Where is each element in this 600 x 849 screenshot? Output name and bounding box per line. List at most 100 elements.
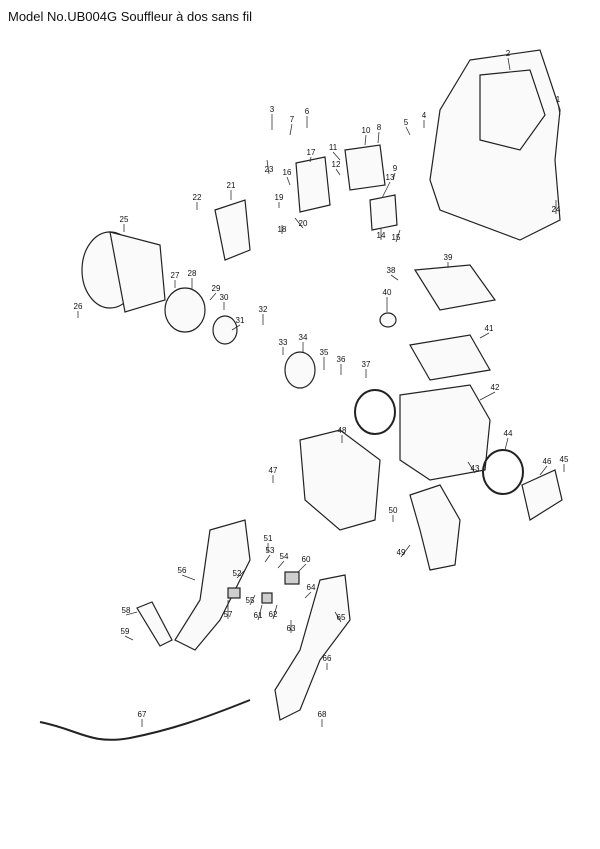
part-number-label-41: 41 bbox=[485, 324, 494, 333]
part-body-41 bbox=[409, 334, 491, 381]
leader-line-44 bbox=[504, 437, 509, 451]
part-body-48 bbox=[299, 429, 381, 531]
part-number-label-6: 6 bbox=[305, 107, 310, 116]
part-number-label-33: 33 bbox=[279, 338, 288, 347]
part-number-label-32: 32 bbox=[259, 305, 268, 314]
part-body-2b bbox=[479, 69, 546, 151]
part-number-label-45: 45 bbox=[560, 455, 569, 464]
part-body-65 bbox=[274, 574, 351, 721]
leader-line-61 bbox=[257, 604, 263, 621]
leader-line-59 bbox=[124, 635, 134, 641]
leader-line-52 bbox=[236, 569, 246, 579]
leader-line-20 bbox=[294, 217, 304, 229]
part-number-label-27: 27 bbox=[171, 271, 180, 280]
leader-line-54 bbox=[277, 560, 285, 569]
leader-line-55 bbox=[249, 594, 256, 606]
part-body-49 bbox=[409, 484, 461, 571]
leader-line-15 bbox=[395, 229, 401, 243]
part-number-label-48: 48 bbox=[338, 426, 347, 435]
part-number-label-62: 62 bbox=[269, 610, 278, 619]
leader-line-62 bbox=[272, 604, 278, 620]
part-number-label-58: 58 bbox=[122, 606, 131, 615]
leader-line-58 bbox=[125, 611, 138, 616]
leader-line-53 bbox=[264, 554, 271, 563]
part-number-label-46: 46 bbox=[543, 457, 552, 466]
part-number-label-3: 3 bbox=[270, 105, 275, 114]
part-number-label-9: 9 bbox=[393, 164, 398, 173]
leader-line-60 bbox=[297, 563, 307, 573]
part-number-label-18: 18 bbox=[278, 225, 287, 234]
cable-67 bbox=[39, 699, 251, 741]
part-number-label-24: 24 bbox=[552, 205, 561, 214]
part-number-label-66: 66 bbox=[323, 654, 332, 663]
leader-line-31 bbox=[231, 324, 241, 331]
leader-line-64 bbox=[304, 591, 312, 599]
part-number-label-25: 25 bbox=[120, 215, 129, 224]
part-number-label-52: 52 bbox=[233, 569, 242, 578]
leader-line-2 bbox=[507, 57, 511, 71]
o-ring-44a bbox=[354, 389, 396, 435]
leader-line-17 bbox=[309, 156, 312, 163]
part-number-label-30: 30 bbox=[220, 293, 229, 302]
page-title: Model No.UB004G Souffleur à dos sans fil bbox=[8, 9, 253, 24]
part-body-42 bbox=[399, 384, 491, 481]
part-number-label-42: 42 bbox=[491, 383, 500, 392]
part-body-40 bbox=[379, 312, 397, 328]
part-number-label-21: 21 bbox=[227, 181, 236, 190]
part-number-label-7: 7 bbox=[290, 115, 295, 124]
part-number-label-59: 59 bbox=[121, 627, 130, 636]
part-body-56 bbox=[174, 519, 251, 651]
part-number-label-38: 38 bbox=[387, 266, 396, 275]
part-number-label-23: 23 bbox=[265, 165, 274, 174]
leader-line-41 bbox=[479, 332, 490, 339]
part-body-39 bbox=[413, 264, 497, 311]
leader-line-8 bbox=[377, 131, 380, 144]
part-number-label-35: 35 bbox=[320, 348, 329, 357]
part-body-60 bbox=[284, 571, 300, 585]
part-number-label-11: 11 bbox=[329, 143, 338, 152]
part-number-label-67: 67 bbox=[138, 710, 147, 719]
part-number-label-28: 28 bbox=[188, 269, 197, 278]
part-number-label-20: 20 bbox=[299, 219, 308, 228]
part-body-61 bbox=[261, 592, 273, 604]
part-body-25b bbox=[109, 231, 166, 313]
leader-line-23 bbox=[266, 159, 270, 175]
leader-line-38 bbox=[390, 274, 399, 281]
leader-line-13 bbox=[381, 181, 391, 199]
part-number-label-14: 14 bbox=[377, 231, 386, 240]
part-body-34 bbox=[284, 351, 316, 389]
part-number-label-5: 5 bbox=[404, 118, 409, 127]
part-number-label-37: 37 bbox=[362, 360, 371, 369]
part-number-label-43: 43 bbox=[471, 464, 480, 473]
part-number-label-39: 39 bbox=[444, 253, 453, 262]
part-number-label-63: 63 bbox=[287, 624, 296, 633]
leader-line-10 bbox=[364, 134, 367, 146]
leader-line-16 bbox=[286, 176, 291, 186]
part-number-label-40: 40 bbox=[383, 288, 392, 297]
part-number-label-57: 57 bbox=[224, 610, 233, 619]
part-body-11 bbox=[344, 144, 386, 191]
part-number-label-8: 8 bbox=[377, 123, 382, 132]
leader-line-11 bbox=[332, 151, 341, 161]
leader-line-12 bbox=[335, 168, 341, 176]
part-number-label-64: 64 bbox=[307, 583, 316, 592]
part-body-17 bbox=[295, 156, 331, 213]
part-number-label-12: 12 bbox=[332, 160, 341, 169]
part-number-label-26: 26 bbox=[74, 302, 83, 311]
part-number-label-2: 2 bbox=[506, 49, 511, 58]
part-number-label-60: 60 bbox=[302, 555, 311, 564]
part-number-label-1: 1 bbox=[556, 95, 561, 104]
part-number-label-44: 44 bbox=[504, 429, 513, 438]
leader-line-9 bbox=[392, 172, 396, 181]
part-body-46 bbox=[521, 469, 563, 521]
leader-line-65 bbox=[334, 611, 342, 623]
part-number-label-10: 10 bbox=[362, 126, 371, 135]
part-number-label-13: 13 bbox=[386, 173, 395, 182]
part-number-label-4: 4 bbox=[422, 111, 427, 120]
leader-line-56 bbox=[181, 574, 196, 581]
part-body-57 bbox=[227, 587, 241, 599]
part-number-label-51: 51 bbox=[264, 534, 273, 543]
part-number-label-54: 54 bbox=[280, 552, 289, 561]
